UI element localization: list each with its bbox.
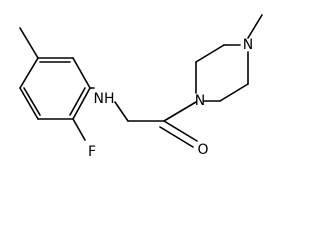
fluorine-bond [72, 118, 86, 141]
ring-bond [19, 87, 39, 120]
ring-bond [72, 57, 91, 89]
carbonyl-double-bond [163, 120, 198, 142]
amide-nitrogen-label: N [195, 93, 205, 109]
benzene-ring [19, 57, 91, 120]
ring-double-bond [23, 87, 41, 116]
carbonyl-amide-bond [163, 101, 197, 122]
ring-bond [195, 44, 225, 63]
oxygen-label: O [197, 142, 208, 158]
ring-bond [72, 87, 91, 120]
fluorine-label: F [88, 144, 96, 160]
ring-bond [19, 57, 39, 89]
carbonyl-double-bond-2 [159, 126, 194, 148]
methyl-nitrogen-label: N [243, 37, 253, 53]
nh-ch2-bond [114, 101, 129, 122]
chemical-structure: NH F O N N [19, 14, 263, 160]
piperazine-ring [195, 44, 249, 102]
ring-bond [219, 83, 249, 102]
n-methyl-bond [247, 14, 263, 39]
ring-double-bond [69, 87, 86, 116]
methyl-bond [19, 27, 39, 59]
nh-label: NH [94, 91, 115, 107]
